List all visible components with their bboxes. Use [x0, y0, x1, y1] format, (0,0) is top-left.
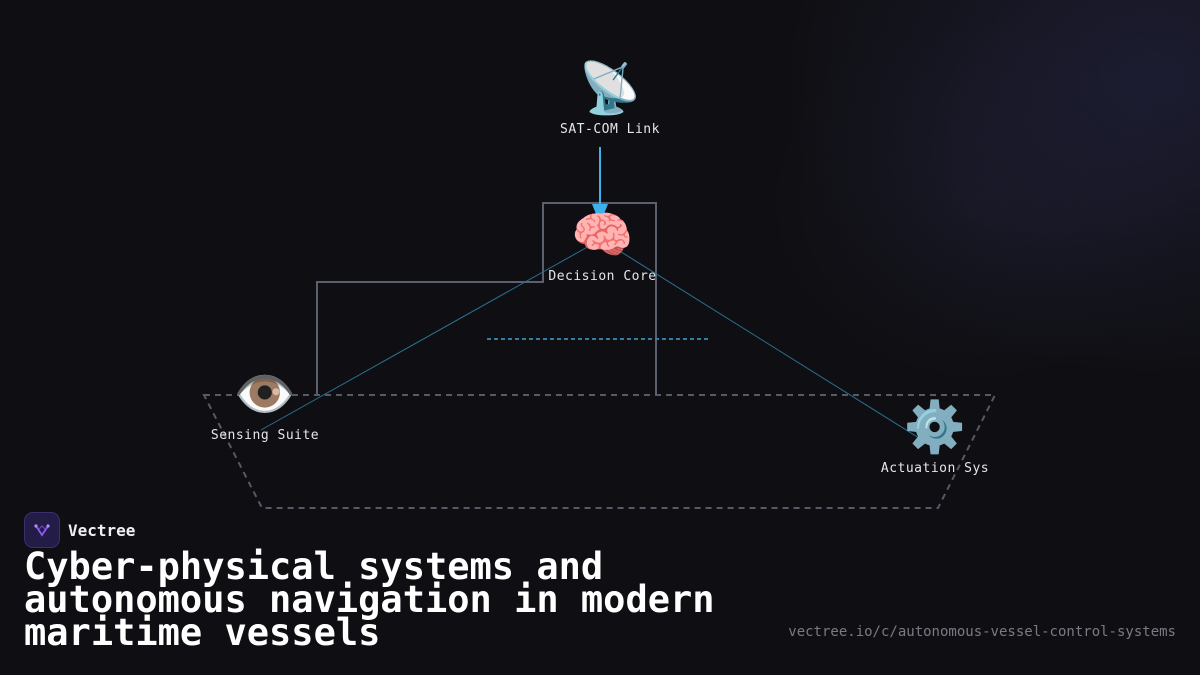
page-url: vectree.io/c/autonomous-vessel-control-s… [788, 624, 1176, 640]
node-label-core: Decision Core [548, 269, 657, 284]
arrowhead [592, 204, 608, 224]
gear-icon: ⚙️ [903, 398, 967, 456]
brand-logo-icon [24, 512, 60, 548]
satellite-dish-icon: 📡 [578, 59, 642, 117]
node-label-actuation: Actuation Sys [880, 461, 990, 476]
brand-name: Vectree [68, 520, 136, 540]
superstructure-outline [316, 202, 657, 395]
node-label-satcom: SAT-COM Link [560, 122, 660, 137]
connector-core-actuation [609, 244, 936, 449]
brand: Vectree [24, 512, 135, 548]
brain-icon: 🧠 [571, 206, 634, 264]
hull-outline [202, 394, 997, 509]
node-actuation: ⚙️ Actuation Sys [865, 399, 1005, 476]
node-satcom: 📡 SAT-COM Link [540, 60, 680, 137]
connector-core-sensing [260, 239, 601, 431]
eye-icon: 👁️ [233, 365, 297, 423]
vectree-mark-icon [34, 524, 50, 537]
page-title: Cyber-physical systems and autonomous na… [24, 545, 715, 654]
node-sensing-suite: 👁️ Sensing Suite [195, 366, 335, 443]
node-decision-core: 🧠 Decision Core [530, 207, 675, 284]
node-label-sensing: Sensing Suite [210, 428, 320, 443]
